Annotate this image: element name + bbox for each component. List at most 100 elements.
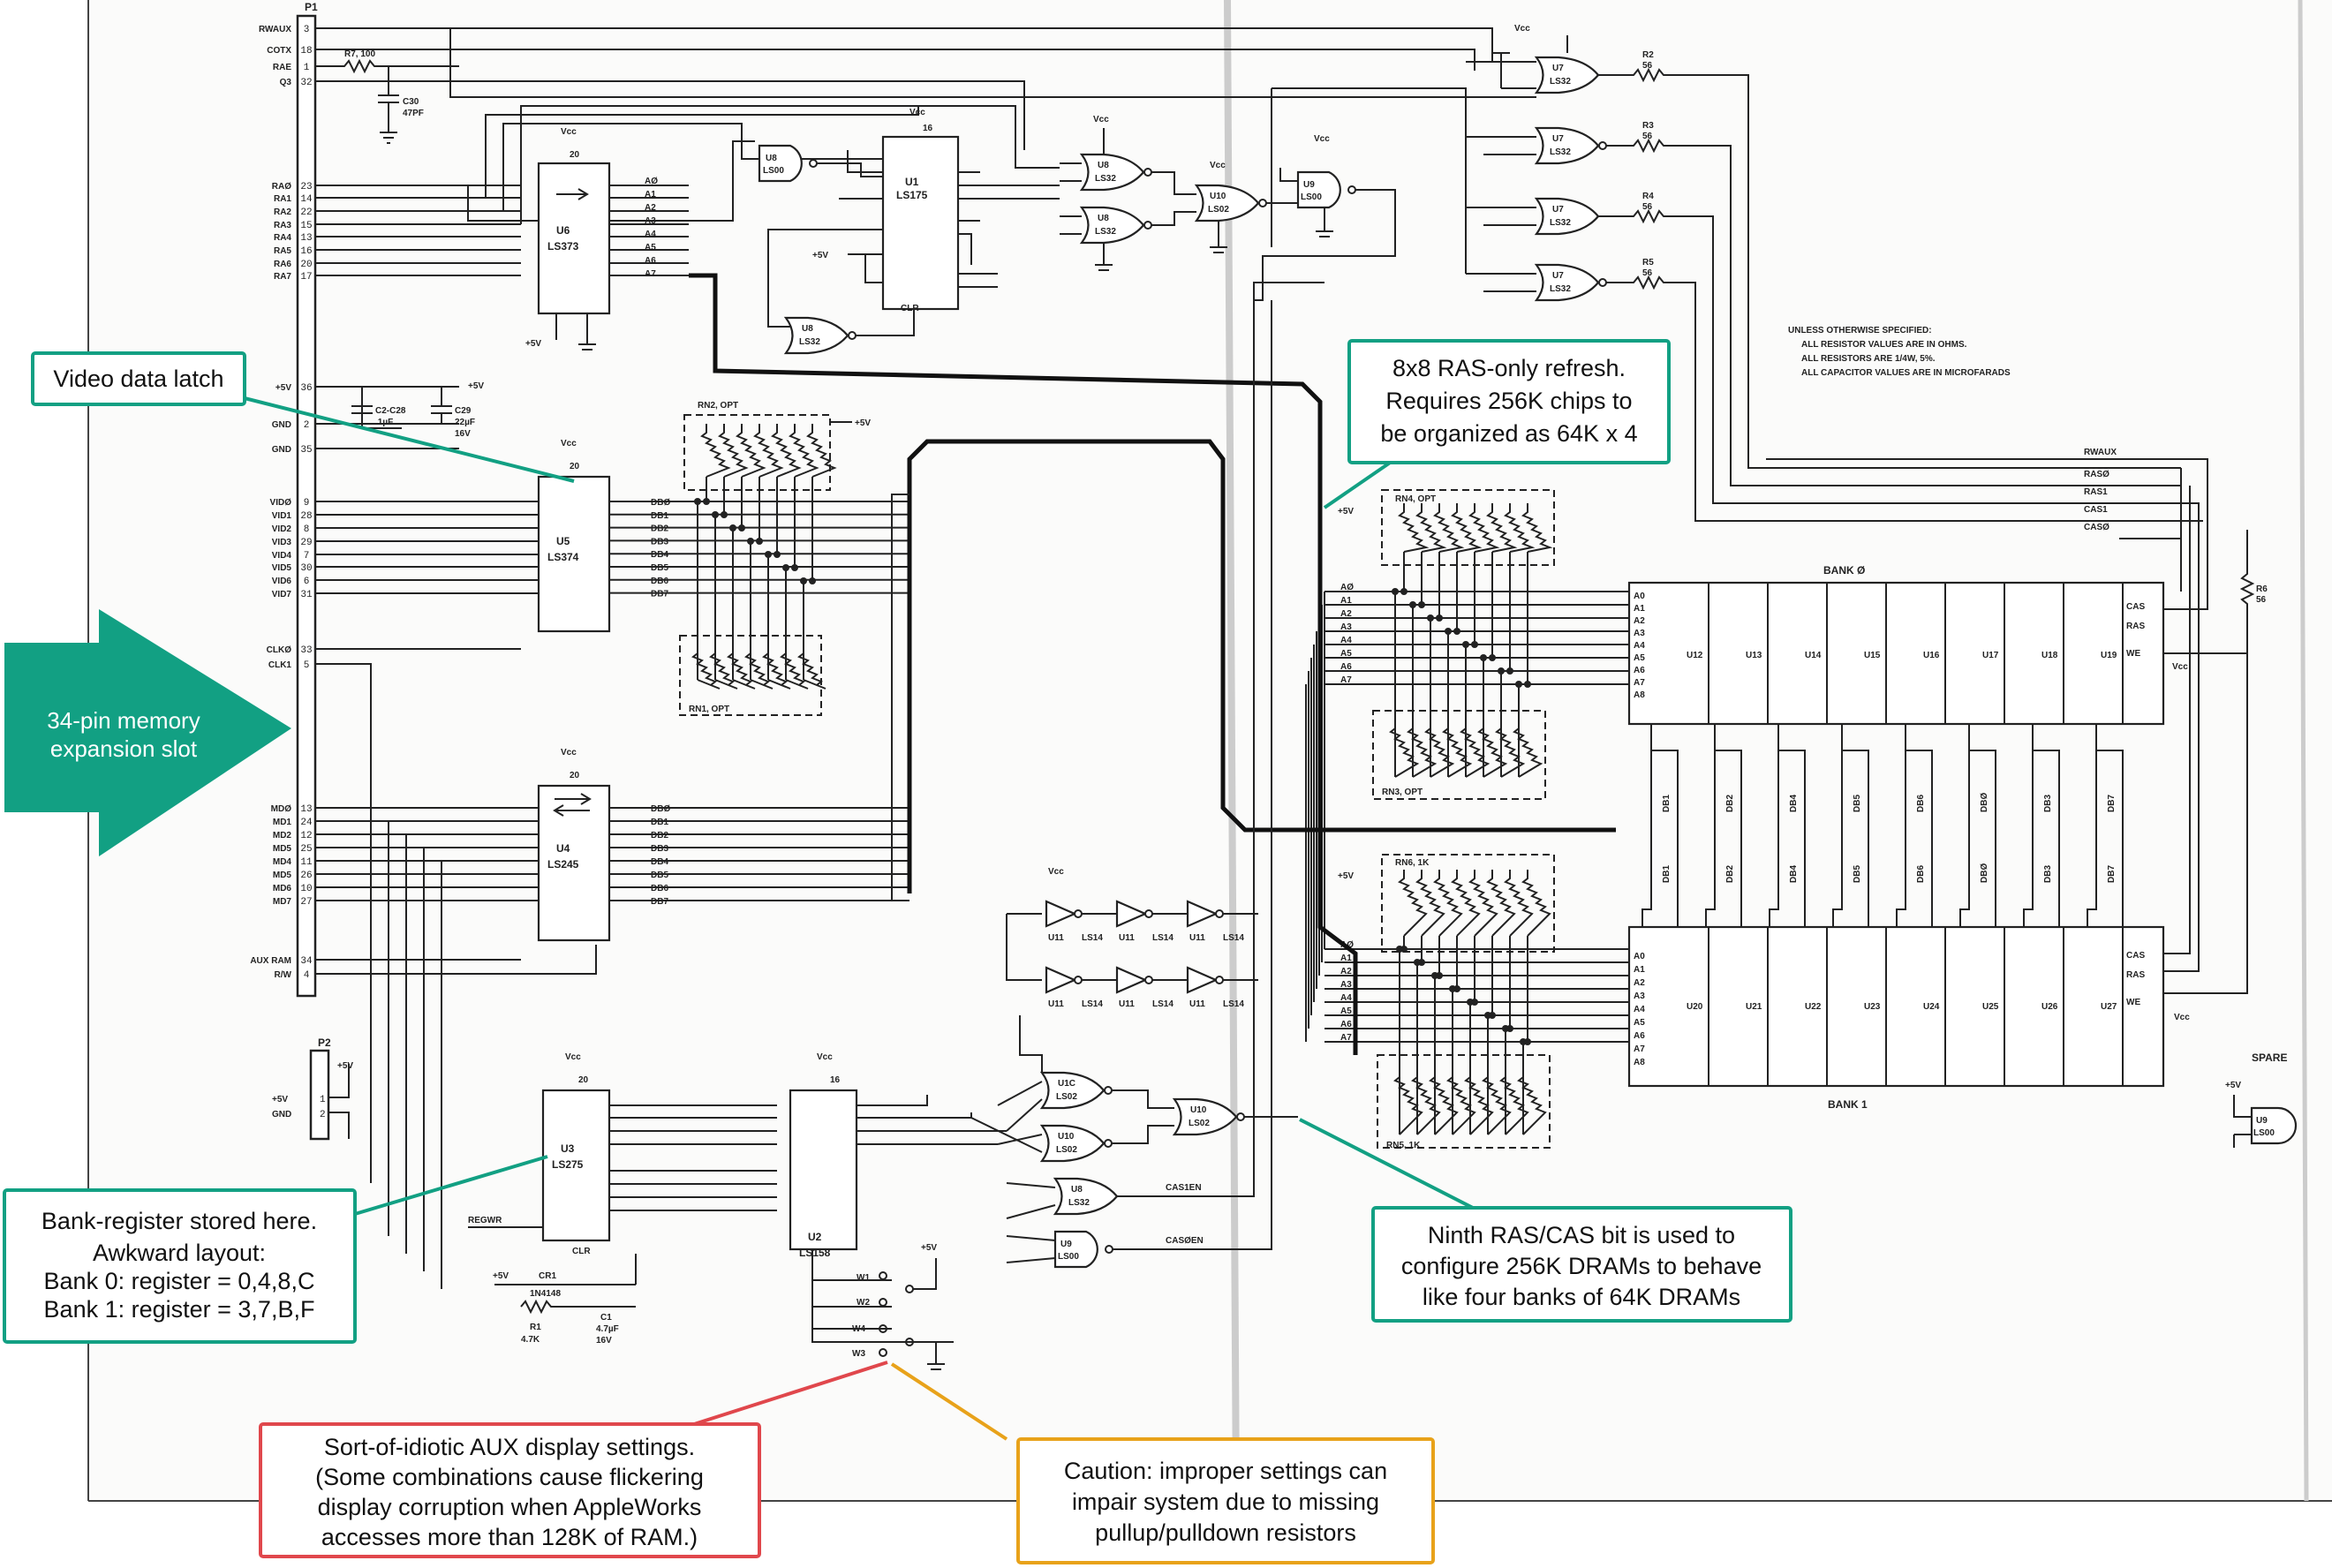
lower-gates: U1C LS02 U10 LS02 U10 LS02 U8 LS32 U9 LS… bbox=[970, 282, 1324, 1269]
addr-label: AØ bbox=[1340, 583, 1354, 592]
ras-2: RAS1 bbox=[2084, 487, 2108, 497]
bank0-chip: U16 bbox=[1923, 651, 1940, 660]
p1-signal: CLK1 bbox=[268, 660, 292, 670]
u6-part: LS373 bbox=[547, 240, 579, 253]
u6-out-6: A6 bbox=[645, 256, 656, 266]
u9b-ref: U9 bbox=[1060, 1240, 1072, 1249]
u11-ref: U11 bbox=[1048, 933, 1064, 943]
u4-out-label: DBØ bbox=[651, 804, 670, 814]
bank-data-label: DB4 bbox=[1789, 865, 1799, 883]
u11-part: LS14 bbox=[1223, 933, 1244, 943]
u10a-vcc: Vcc bbox=[1210, 161, 1226, 170]
p1-signal: COTX bbox=[267, 46, 291, 56]
p1-signal: RA1 bbox=[274, 194, 291, 204]
u6-out-5: A5 bbox=[645, 243, 656, 253]
p1-signal: VID3 bbox=[272, 538, 292, 547]
u7-2-part: LS32 bbox=[1550, 147, 1571, 157]
callout-video-text: Video data latch bbox=[53, 366, 223, 392]
addr-label: A5 bbox=[1340, 1006, 1352, 1016]
bank-data-label: DB7 bbox=[2107, 865, 2117, 883]
r1-val: 4.7K bbox=[521, 1335, 540, 1345]
u7-1-vcc: Vcc bbox=[1514, 24, 1530, 34]
bank-data-label: DB1 bbox=[1662, 865, 1672, 883]
r2-val: 56 bbox=[1642, 61, 1653, 71]
bank0-addr: A5 bbox=[1634, 653, 1645, 663]
rn5: RN5, 1K bbox=[1377, 946, 1551, 1150]
u10a-part: LS02 bbox=[1208, 205, 1229, 215]
rn2-plus5: +5V bbox=[855, 418, 871, 428]
gate-u7-1: Vcc U7 LS32 R2 56 bbox=[1514, 24, 2181, 469]
p1-pin: 9 bbox=[304, 498, 310, 509]
p1-pin: 35 bbox=[300, 445, 312, 456]
u5-vpin: 20 bbox=[570, 462, 580, 471]
bank0-we: WE bbox=[2126, 649, 2140, 659]
jumper-w4: W4 bbox=[852, 1324, 865, 1334]
p1-signal: VID1 bbox=[272, 511, 292, 521]
p1-signal: CLKØ bbox=[267, 645, 292, 655]
rn6-plus5: +5V bbox=[1338, 871, 1354, 881]
jumper-w3: W3 bbox=[852, 1349, 865, 1359]
c29-plus5: +5V bbox=[468, 381, 484, 391]
p1-pin: 22 bbox=[300, 207, 312, 218]
u7-gates: Vcc U7 LS32 R2 56 U7 LS32 R3 56 U7 LS32 … bbox=[1271, 24, 2181, 522]
callout-ninth-l2: configure 256K DRAMs to behave bbox=[1401, 1253, 1762, 1279]
p1-pin: 2 bbox=[304, 420, 310, 431]
addr-label: A4 bbox=[1340, 993, 1352, 1003]
spare-part: LS00 bbox=[2253, 1128, 2275, 1138]
cas0en-label: CASØEN bbox=[1166, 1236, 1204, 1246]
p1-signal: RAE bbox=[273, 63, 291, 72]
ras-3: CAS1 bbox=[2084, 505, 2108, 515]
callout-video: Video data latch bbox=[31, 351, 575, 483]
u4-out-label: DB3 bbox=[651, 844, 668, 854]
u11-ref: U11 bbox=[1189, 999, 1205, 1009]
p1-pin: 8 bbox=[304, 524, 310, 535]
u11-part: LS14 bbox=[1223, 999, 1244, 1009]
bank0-addr: A6 bbox=[1634, 666, 1645, 675]
u11-part: LS14 bbox=[1082, 933, 1103, 943]
p2-sig-2: GND bbox=[272, 1110, 291, 1119]
u8d-ref: U8 bbox=[1098, 214, 1109, 223]
p1-pin: 34 bbox=[300, 956, 313, 967]
callout-bankreg-l1: Bank-register stored here. bbox=[42, 1208, 317, 1234]
p1-pin: 1 bbox=[304, 63, 310, 73]
callout-bankreg-l2: Awkward layout: bbox=[93, 1240, 266, 1266]
p1-signal: RA4 bbox=[274, 233, 291, 243]
u5-out-label: DB1 bbox=[651, 511, 668, 521]
jumpers: W1 W2 W4 W3 +5V bbox=[852, 1243, 945, 1370]
addr-label: A5 bbox=[1340, 649, 1352, 659]
p1-pin: 33 bbox=[300, 645, 312, 656]
r4-ref: R4 bbox=[1642, 192, 1654, 201]
p1-pin: 11 bbox=[300, 857, 313, 868]
u11-part: LS14 bbox=[1152, 999, 1174, 1009]
bank1-addr: A2 bbox=[1634, 978, 1645, 988]
p1-signal: AUX RAM bbox=[250, 956, 291, 966]
addr-label: A3 bbox=[1340, 622, 1352, 632]
rn3-label: RN3, OPT bbox=[1382, 788, 1423, 797]
callout-ninth-l3: like four banks of 64K DRAMs bbox=[1423, 1284, 1740, 1310]
c2-val: .1µF bbox=[375, 418, 393, 427]
bank1-addr: A8 bbox=[1634, 1058, 1645, 1067]
u8a-ref: U8 bbox=[766, 154, 777, 163]
u11-ref: U11 bbox=[1048, 999, 1064, 1009]
callout-aux-l3: display corruption when AppleWorks bbox=[318, 1494, 702, 1520]
c30-ref: C30 bbox=[403, 97, 419, 107]
cr1-part: 1N4148 bbox=[530, 1289, 561, 1299]
p1-pin: 7 bbox=[304, 551, 310, 562]
p1-pin: 16 bbox=[300, 246, 312, 257]
note-3: ALL CAPACITOR VALUES ARE IN MICROFARADS bbox=[1801, 368, 2011, 378]
bank1-addr: A4 bbox=[1634, 1005, 1645, 1014]
rn5-label: RN5, 1K bbox=[1386, 1141, 1421, 1150]
r1-ref: R1 bbox=[530, 1323, 541, 1332]
u6-out-0: AØ bbox=[645, 177, 658, 186]
bank1-addr: A6 bbox=[1634, 1031, 1645, 1041]
u5-out-label: DBØ bbox=[651, 498, 670, 508]
p1-signal: VID2 bbox=[272, 524, 292, 534]
bank1-addr: A3 bbox=[1634, 991, 1645, 1001]
ras-labels: RWAUX RASØ RAS1 CAS1 CASØ R6 56 bbox=[1766, 448, 2268, 994]
decoupling-caps: C2-C28 .1µF C29 22µF 16V +5V bbox=[315, 381, 484, 449]
p1-signal: +5V bbox=[275, 383, 291, 393]
addr-label: A6 bbox=[1340, 1020, 1352, 1029]
bank1-addr: A5 bbox=[1634, 1018, 1645, 1028]
jumper-plus5: +5V bbox=[921, 1243, 937, 1253]
u9b-part: LS00 bbox=[1058, 1252, 1079, 1262]
